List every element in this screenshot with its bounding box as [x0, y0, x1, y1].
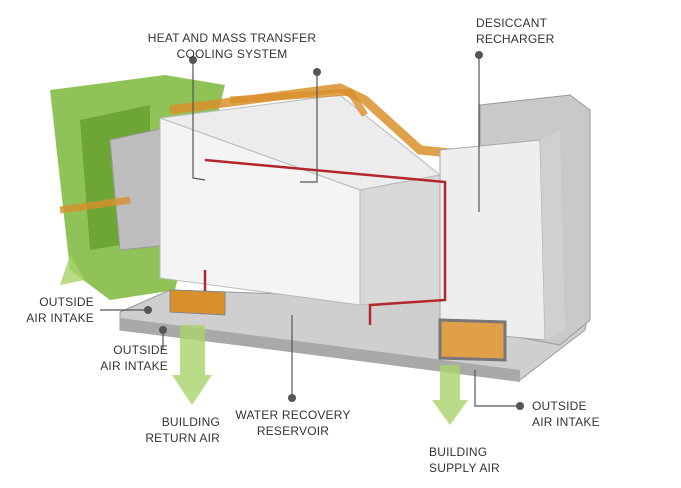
outside-air-arrow — [60, 255, 85, 285]
label-line: BUILDING — [429, 445, 488, 459]
label-line: OUTSIDE — [532, 399, 587, 413]
label-line: WATER RECOVERY — [235, 408, 351, 422]
leader-lines — [100, 55, 520, 407]
label-line: RESERVOIR — [256, 424, 330, 438]
red-pipe-main — [204, 158, 447, 325]
label-line: AIR INTAKE — [532, 415, 600, 429]
label-line: AIR INTAKE — [100, 359, 168, 373]
label-line: AIR INTAKE — [26, 311, 94, 325]
base-front — [120, 318, 520, 382]
label-line: DESICCANT — [476, 16, 548, 30]
recharger-front — [439, 139, 546, 341]
label-outside-air-intake-mid: OUTSIDE AIR INTAKE — [92, 342, 168, 374]
label-building-supply-air: BUILDING SUPPLY AIR — [429, 444, 500, 476]
label-line: BUILDING — [161, 415, 220, 429]
label-heat-mass-transfer: HEAT AND MASS TRANSFER COOLING SYSTEM — [142, 30, 322, 62]
right-intake-opening — [438, 318, 507, 362]
recharger-side — [540, 130, 565, 340]
supply-air-arrow — [432, 365, 468, 425]
left-intake-opening — [169, 289, 226, 316]
label-desiccant-recharger: DESICCANT RECHARGER — [476, 15, 554, 47]
label-outside-air-intake-left: OUTSIDE AIR INTAKE — [20, 294, 94, 326]
orange-band-2 — [229, 88, 368, 117]
label-outside-air-intake-right: OUTSIDE AIR INTAKE — [532, 398, 600, 430]
label-line: RETURN AIR — [145, 431, 220, 445]
label-line: COOLING SYSTEM — [176, 47, 288, 61]
label-line: OUTSIDE — [39, 295, 94, 309]
label-water-recovery-reservoir: WATER RECOVERY RESERVOIR — [228, 407, 358, 439]
label-line: SUPPLY AIR — [429, 461, 500, 475]
return-air-arrow — [172, 325, 212, 405]
label-building-return-air: BUILDING RETURN AIR — [130, 414, 220, 446]
leader-dots — [144, 51, 524, 410]
label-line: RECHARGER — [476, 32, 555, 46]
label-line: OUTSIDE — [113, 343, 168, 357]
orange-band-left — [59, 196, 131, 214]
cooling-side — [359, 174, 441, 306]
label-line: HEAT AND MASS TRANSFER — [147, 31, 317, 45]
